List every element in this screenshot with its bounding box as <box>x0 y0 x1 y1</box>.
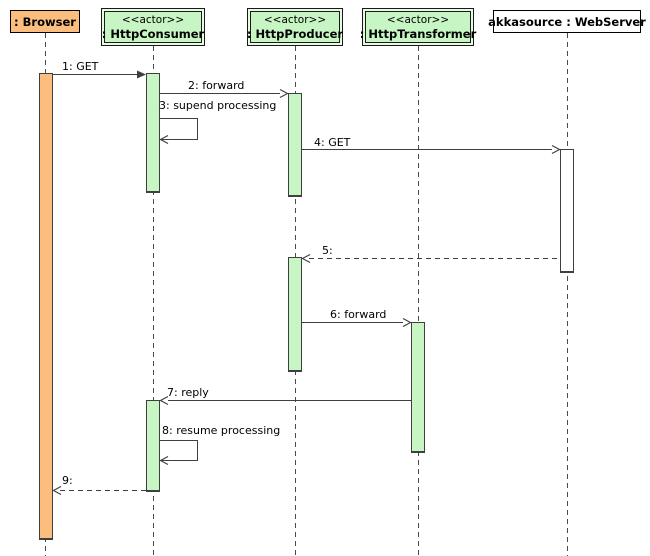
message-3-label: 3: supend processing <box>159 99 277 112</box>
participant-stereotype: <<actor>> <box>263 13 327 26</box>
participant-stereotype: <<actor>> <box>386 13 450 26</box>
arrowhead-filled-icon <box>137 70 146 79</box>
arrowhead-open-icon <box>160 396 169 405</box>
message-4-label: 4: GET <box>314 136 351 149</box>
activation-httptransformer <box>411 322 425 453</box>
activation-httpconsumer-1 <box>146 73 160 193</box>
arrowhead-open-icon <box>160 135 169 144</box>
arrowhead-open-icon <box>279 89 288 98</box>
participant-box-browser: : Browser <box>10 10 80 33</box>
message-9-label: 9: <box>62 474 73 487</box>
participant-stereotype: <<actor>> <box>121 13 185 26</box>
message-6-label: 6: forward <box>330 308 387 321</box>
message-7-label: 7: reply <box>167 386 209 399</box>
arrowhead-open-icon <box>53 486 62 495</box>
lifeline-httpconsumer <box>153 46 154 556</box>
actor-inner-frame: <<actor>> : HttpConsumer <box>101 11 205 43</box>
participant-name: : Browser <box>14 14 76 29</box>
message-6-line <box>302 322 403 323</box>
activation-httpproducer-1 <box>288 93 302 197</box>
message-7-line <box>168 400 411 401</box>
message-2-label: 2: forward <box>188 79 245 92</box>
message-8-self-loop <box>160 440 198 461</box>
message-5-line <box>309 258 560 259</box>
message-5-label: 5: <box>322 244 333 257</box>
message-1-label: 1: GET <box>62 60 99 73</box>
activation-httpproducer-2 <box>288 257 302 372</box>
participant-box-httpproducer: <<actor>> : HttpProducer <box>247 8 343 46</box>
lifeline-httptransformer <box>418 46 419 556</box>
arrowhead-open-icon <box>302 254 311 263</box>
message-2-line <box>160 93 280 94</box>
activation-httpconsumer-2 <box>146 400 160 492</box>
actor-inner-frame: <<actor>> : HttpTransformer <box>360 11 476 43</box>
activation-browser <box>39 73 53 540</box>
message-3-self-loop <box>160 118 198 140</box>
activation-webserver <box>560 149 574 273</box>
participant-name: akkasource : WebServer <box>488 14 646 29</box>
message-8-label: 8: resume processing <box>162 424 281 437</box>
participant-box-httptransformer: <<actor>> : HttpTransformer <box>360 8 476 46</box>
arrowhead-open-icon <box>160 456 169 465</box>
participant-name: : HttpProducer <box>246 26 344 41</box>
message-1-line <box>53 74 138 75</box>
participant-name: : HttpTransformer <box>359 26 477 41</box>
participant-name: : HttpConsumer <box>101 26 205 41</box>
message-4-line <box>302 149 552 150</box>
participant-box-httpconsumer: <<actor>> : HttpConsumer <box>101 8 205 46</box>
message-9-line <box>60 490 146 491</box>
arrowhead-open-icon <box>551 145 560 154</box>
participant-box-webserver: akkasource : WebServer <box>488 10 646 33</box>
lifeline-webserver <box>567 33 568 556</box>
actor-inner-frame: <<actor>> : HttpProducer <box>246 11 344 43</box>
arrowhead-open-icon <box>402 318 411 327</box>
